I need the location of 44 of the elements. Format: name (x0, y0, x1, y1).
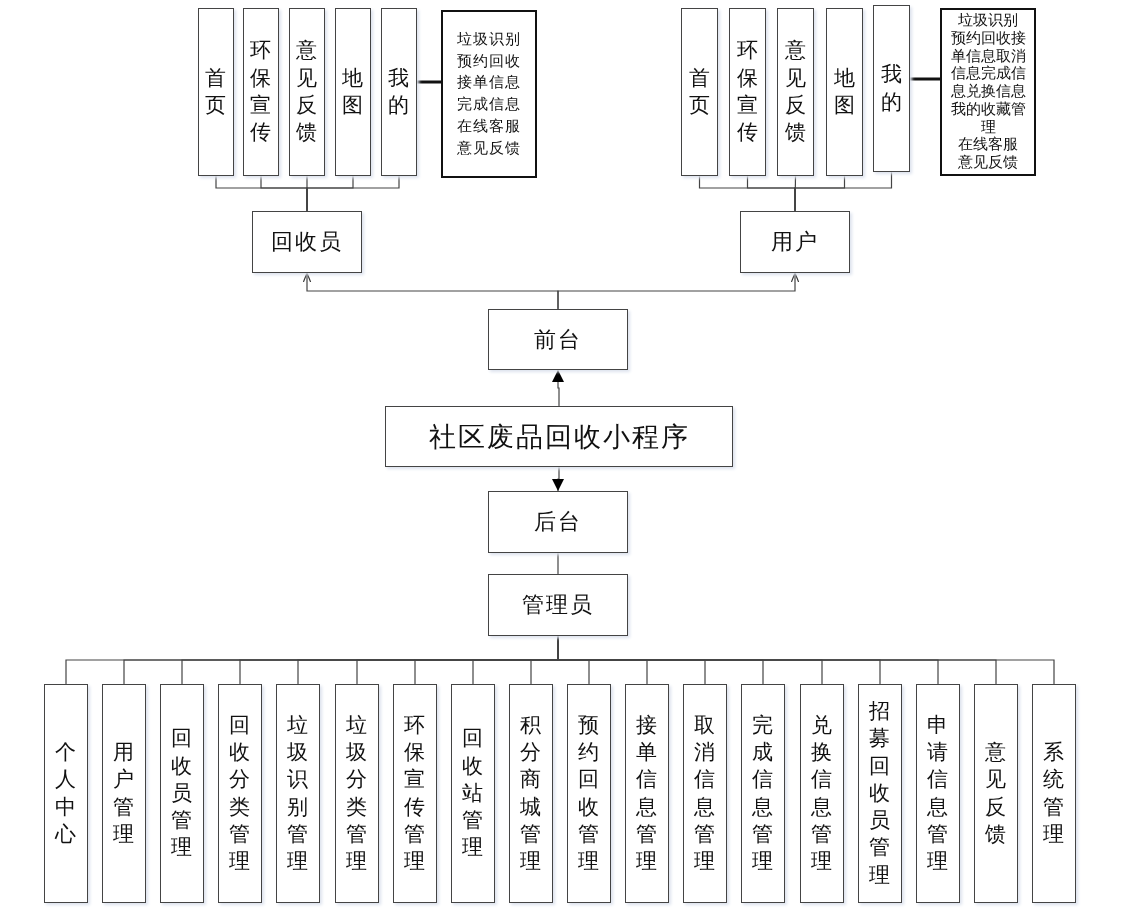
module-box: 积分商城管理 (509, 684, 553, 903)
menu-tab-box: 首页 (681, 8, 718, 176)
system-box: 社区废品回收小程序 (385, 406, 733, 467)
module-box: 兑换信息管理 (800, 684, 844, 903)
role-box: 管理员 (488, 574, 628, 636)
arrow (557, 272, 800, 310)
role-box: 回收员 (252, 211, 362, 273)
connector-line (557, 552, 559, 575)
feature-list-box: 垃圾识别 预约回收 接单信息 完成信息 在线客服 意见反馈 (441, 10, 537, 178)
role-box: 后台 (488, 491, 628, 553)
menu-tab-box: 意见反馈 (289, 8, 325, 176)
arrow (552, 466, 564, 492)
connector-line (306, 175, 400, 212)
module-box: 个人中心 (44, 684, 88, 903)
module-box: 系统管理 (1032, 684, 1076, 903)
module-box: 预约回收管理 (567, 684, 611, 903)
connector-line (910, 77, 940, 81)
module-box: 意见反馈 (974, 684, 1018, 903)
menu-tab-box: 环保宣传 (243, 8, 279, 176)
menu-tab-box: 我的 (873, 5, 910, 172)
menu-tab-box: 首页 (198, 8, 234, 176)
module-box: 回收站管理 (451, 684, 495, 903)
module-box: 申请信息管理 (916, 684, 960, 903)
module-box: 环保宣传管理 (393, 684, 437, 903)
module-box: 完成信息管理 (741, 684, 785, 903)
menu-tab-box: 我的 (381, 8, 417, 176)
module-box: 取消信息管理 (683, 684, 727, 903)
module-box: 垃圾分类管理 (335, 684, 379, 903)
role-box: 前台 (488, 309, 628, 370)
menu-tab-box: 意见反馈 (777, 8, 814, 176)
module-box: 接单信息管理 (625, 684, 669, 903)
module-box: 垃圾识别管理 (276, 684, 320, 903)
feature-list-box: 垃圾识别 预约回收接单信息取消信息完成信息兑换信息我的收藏管理 在线客服 意见反馈 (940, 8, 1036, 176)
menu-tab-box: 地图 (826, 8, 863, 176)
module-box: 用户管理 (102, 684, 146, 903)
menu-tab-box: 地图 (335, 8, 371, 176)
module-box: 招募回收员管理 (858, 684, 902, 903)
module-box: 回收分类管理 (218, 684, 262, 903)
role-box: 用户 (740, 211, 850, 273)
arrow (552, 369, 564, 407)
connector-line (794, 171, 893, 212)
menu-tab-box: 环保宣传 (729, 8, 766, 176)
connector-line (417, 80, 441, 84)
module-box: 回收员管理 (160, 684, 204, 903)
